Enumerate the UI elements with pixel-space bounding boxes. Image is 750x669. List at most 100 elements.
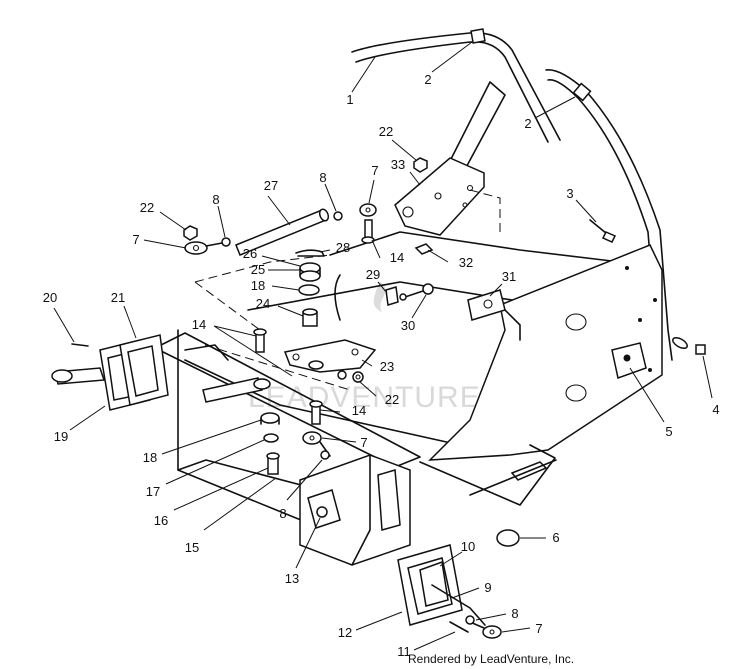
rod-end-7-bottom: [469, 621, 502, 639]
callout-24[interactable]: 24: [256, 296, 304, 317]
callout-1[interactable]: 1: [346, 56, 376, 107]
svg-text:29: 29: [366, 267, 380, 282]
callout-22b[interactable]: 22: [379, 124, 417, 161]
callout-6[interactable]: 6: [520, 530, 560, 545]
svg-text:14: 14: [390, 250, 404, 265]
svg-text:16: 16: [154, 513, 168, 528]
bushing-25: [299, 262, 321, 282]
callout-23[interactable]: 23: [361, 359, 394, 374]
rod-end-7-left: [184, 241, 223, 255]
screw-4: [695, 344, 706, 355]
pin-20: [71, 343, 89, 347]
callout-8b[interactable]: 8: [319, 170, 337, 212]
callout-8c[interactable]: 8: [279, 459, 323, 521]
svg-text:8: 8: [279, 506, 286, 521]
callout-30[interactable]: 30: [401, 294, 427, 333]
callout-31[interactable]: 31: [489, 269, 516, 297]
clip-32: [414, 243, 434, 255]
svg-text:8: 8: [212, 192, 219, 207]
svg-text:10: 10: [461, 539, 475, 554]
svg-text:8: 8: [319, 170, 326, 185]
callout-7c[interactable]: 7: [321, 435, 368, 450]
credit-line: Rendered by LeadVenture, Inc.: [408, 652, 575, 666]
callout-33[interactable]: 33: [391, 157, 421, 186]
callout-2b[interactable]: 2: [524, 96, 576, 131]
rod-27: [235, 208, 330, 256]
svg-text:14: 14: [352, 403, 366, 418]
callout-2a[interactable]: 2: [424, 41, 473, 87]
callout-7b[interactable]: 7: [368, 163, 379, 204]
callout-18a[interactable]: 18: [143, 419, 262, 465]
svg-text:20: 20: [43, 290, 57, 305]
side-plate-right: [419, 244, 663, 506]
callout-26[interactable]: 26: [243, 246, 301, 267]
bushing-18-bottom: [260, 412, 280, 425]
callout-12[interactable]: 12: [338, 611, 403, 640]
svg-text:14: 14: [192, 317, 206, 332]
front-housing: [299, 454, 411, 566]
callout-8a[interactable]: 8: [212, 192, 226, 238]
callout-14b[interactable]: 14: [319, 403, 366, 418]
callout-5[interactable]: 5: [629, 367, 673, 439]
callout-7a[interactable]: 7: [132, 232, 187, 249]
bracket-29: [385, 286, 399, 306]
callout-27[interactable]: 27: [264, 178, 291, 226]
callout-13[interactable]: 13: [285, 517, 321, 586]
callout-7d[interactable]: 7: [501, 621, 543, 636]
svg-text:11: 11: [397, 644, 411, 659]
callout-3[interactable]: 3: [566, 186, 597, 223]
callout-28[interactable]: 28: [319, 240, 350, 255]
strut-diagonal: [154, 332, 421, 468]
svg-text:7: 7: [371, 163, 378, 178]
callout-11[interactable]: 11: [397, 631, 456, 659]
svg-text:4: 4: [712, 402, 719, 417]
callout-25[interactable]: 25: [251, 262, 300, 277]
bolt-30: [399, 283, 434, 301]
grommet-plate: [611, 342, 647, 379]
svg-text:22: 22: [140, 200, 154, 215]
nut-22-top: [413, 157, 428, 173]
svg-text:26: 26: [243, 246, 257, 261]
washer-17: [263, 433, 279, 443]
callout-16[interactable]: 16: [154, 467, 269, 528]
svg-text:22: 22: [379, 124, 393, 139]
nut-22-b: [337, 370, 347, 380]
callout-10[interactable]: 10: [439, 539, 475, 567]
svg-text:13: 13: [285, 571, 299, 586]
svg-text:15: 15: [185, 540, 199, 555]
svg-text:7: 7: [360, 435, 367, 450]
callout-21[interactable]: 21: [111, 290, 137, 339]
callout-22c[interactable]: 22: [359, 381, 399, 407]
svg-text:32: 32: [459, 255, 473, 270]
callout-17[interactable]: 17: [146, 439, 265, 499]
callout-15[interactable]: 15: [185, 477, 277, 555]
callout-32[interactable]: 32: [427, 249, 473, 270]
bolt-14-top: [361, 219, 375, 244]
svg-text:27: 27: [264, 178, 278, 193]
nut-8-left: [221, 237, 231, 247]
nut-8-top: [333, 211, 343, 221]
svg-text:6: 6: [552, 530, 559, 545]
callout-20[interactable]: 20: [43, 290, 75, 343]
callout-9[interactable]: 9: [451, 580, 492, 599]
bushing-13: [316, 506, 328, 518]
bolt-16: [266, 452, 280, 475]
svg-text:8: 8: [511, 606, 518, 621]
rod-end-7-top: [359, 203, 377, 217]
svg-text:1: 1: [346, 92, 353, 107]
screw-3: [589, 219, 617, 243]
callout-18b[interactable]: 18: [251, 278, 300, 293]
svg-text:12: 12: [338, 625, 352, 640]
svg-text:28: 28: [336, 240, 350, 255]
callout-22a[interactable]: 22: [140, 200, 187, 231]
callout-14c[interactable]: 14: [371, 239, 404, 265]
callout-19[interactable]: 19: [54, 405, 106, 444]
bracket-31: [467, 289, 506, 321]
callout-8d[interactable]: 8: [475, 606, 519, 621]
plug-6: [496, 529, 520, 547]
callout-4[interactable]: 4: [702, 355, 720, 417]
callout-14a[interactable]: 14: [192, 317, 293, 377]
bellcrank-23: [283, 339, 377, 373]
callout-29[interactable]: 29: [366, 267, 388, 294]
